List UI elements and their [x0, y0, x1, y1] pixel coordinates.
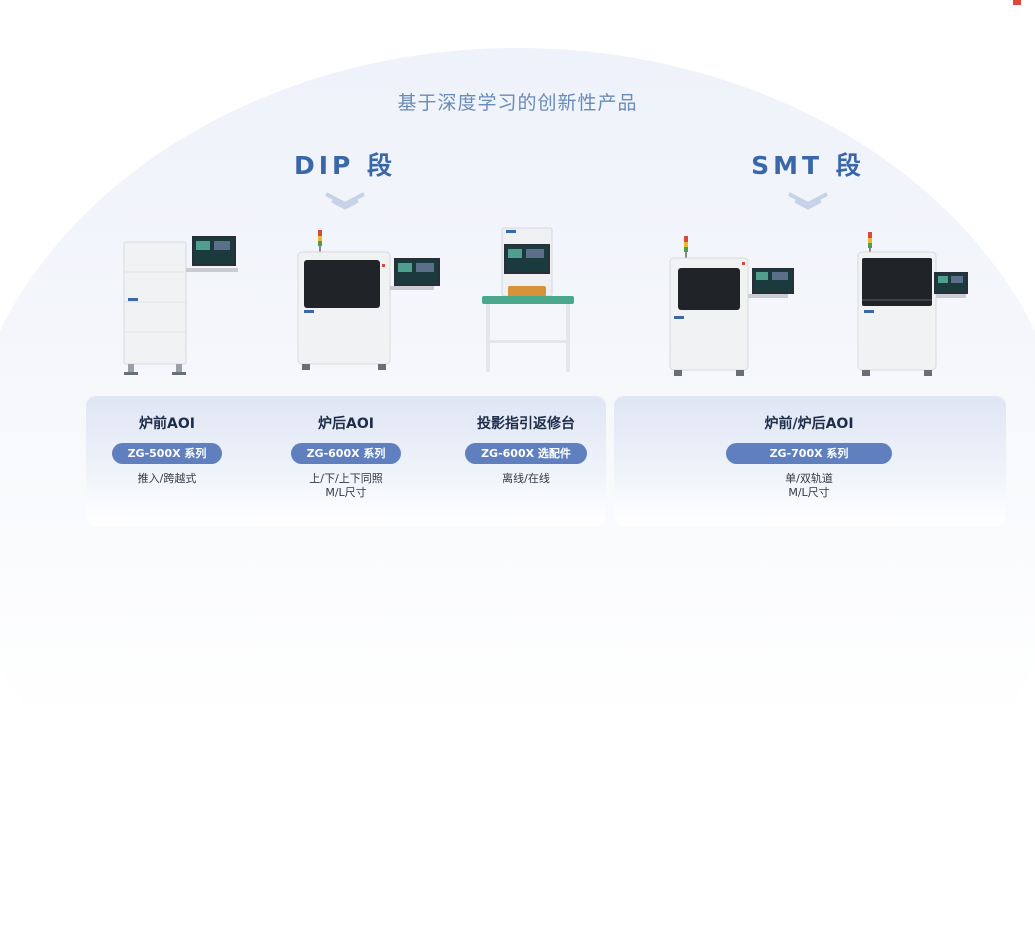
dip-chevron-icon: [325, 192, 365, 210]
machine-zg600x-image: [297, 230, 440, 370]
product-desc: 上/下/上下同照 M/L尺寸: [256, 472, 436, 500]
product-desc-line: M/L尺寸: [788, 486, 830, 499]
machine-projection-station-image: [482, 227, 574, 372]
series-badge: ZG-600X 选配件: [465, 443, 587, 464]
series-badge: ZG-600X 系列: [290, 443, 402, 464]
product-card-zg600x: 炉后AOI ZG-600X 系列 上/下/上下同照 M/L尺寸: [256, 414, 436, 500]
dip-section-title: DIP 段: [293, 151, 397, 180]
product-name: 投影指引返修台: [477, 416, 575, 432]
product-desc: 推入/跨越式: [77, 472, 257, 486]
product-desc-line: M/L尺寸: [325, 486, 367, 499]
machine-zg700x-a-image: [669, 236, 794, 376]
product-card-projection-station: 投影指引返修台 ZG-600X 选配件 离线/在线: [436, 414, 616, 486]
product-name: 炉前/炉后AOI: [764, 416, 854, 432]
product-desc-line: 离线/在线: [502, 472, 550, 485]
series-badge: ZG-500X 系列: [111, 443, 223, 464]
product-desc-line: 推入/跨越式: [137, 472, 197, 485]
machine-zg500x-image: [123, 236, 238, 375]
product-desc: 单/双轨道 M/L尺寸: [719, 472, 899, 500]
machine-zg700x-b-image: [857, 232, 968, 376]
product-name: 炉前AOI: [139, 416, 195, 432]
product-card-zg700x: 炉前/炉后AOI ZG-700X 系列 单/双轨道 M/L尺寸: [719, 414, 899, 500]
smt-chevron-icon: [788, 192, 828, 210]
product-desc-line: 单/双轨道: [785, 472, 833, 485]
product-name: 炉后AOI: [318, 416, 374, 432]
series-badge: ZG-700X 系列: [725, 443, 893, 464]
product-desc: 离线/在线: [436, 472, 616, 486]
headline: 基于深度学习的创新性产品: [397, 92, 638, 114]
smt-section-title: SMT 段: [751, 151, 865, 180]
product-card-zg500x: 炉前AOI ZG-500X 系列 推入/跨越式: [77, 414, 257, 486]
corner-mark: [1013, 0, 1021, 5]
product-desc-line: 上/下/上下同照: [309, 472, 383, 485]
